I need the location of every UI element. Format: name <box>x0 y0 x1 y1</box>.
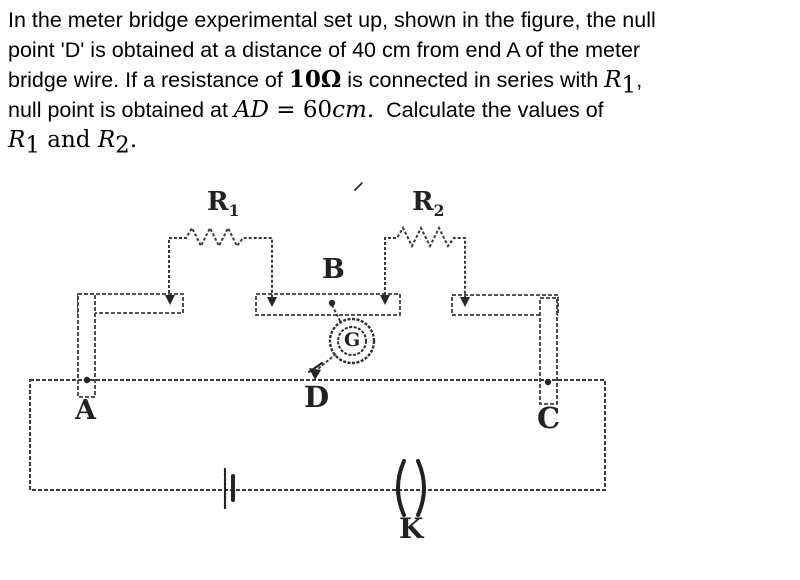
junction-r2-left <box>380 295 390 305</box>
label-c: C <box>537 401 561 435</box>
bridge-strip-left-horizontal <box>77 293 184 314</box>
contact-dot-C <box>544 378 552 386</box>
label-r1: R1 <box>207 187 240 221</box>
label-galvanometer-g: G <box>344 329 361 351</box>
label-b: B <box>322 254 345 285</box>
problem-line-1: In the meter bridge experimental set up,… <box>8 8 656 32</box>
problem-text: In the meter bridge experimental set up,… <box>8 5 796 159</box>
meter-wire-and-battery-loop <box>29 379 606 491</box>
junction-r1-right <box>267 297 277 307</box>
math-10-ohm: 10Ω <box>288 66 342 93</box>
galvanometer-inner-ring <box>337 326 367 356</box>
resistor-r1-icon <box>168 225 273 304</box>
math-r1: R <box>604 67 622 93</box>
bridge-strip-left-vertical-to-A <box>77 293 96 398</box>
problem-line-2: point 'D' is obtained at a distance of 4… <box>8 38 641 62</box>
label-k: K <box>399 512 424 545</box>
label-a: A <box>75 395 96 426</box>
bridge-strip-right-horizontal <box>451 294 559 316</box>
jockey-arrow-at-D <box>309 368 321 380</box>
galvanometer-lead-to-B <box>331 304 342 324</box>
junction-r1-left <box>165 295 175 305</box>
key-icon <box>396 459 426 517</box>
resistor-r2-icon <box>384 225 466 304</box>
bridge-strip-right-vertical-to-C <box>539 297 558 405</box>
bridge-strip-middle <box>255 293 401 316</box>
problem-line-4: null point is obtained at AD = 60cm. Cal… <box>8 97 604 123</box>
problem-line-3: bridge wire. If a resistance of 10Ω is c… <box>8 66 643 99</box>
contact-dot-A <box>83 376 91 384</box>
contact-dot-B <box>328 299 336 307</box>
label-d: D <box>304 380 330 414</box>
galvanometer-icon <box>328 317 376 365</box>
battery-icon <box>223 467 235 510</box>
junction-r2-right <box>460 297 470 307</box>
stray-tick-mark <box>354 182 363 191</box>
galvanometer-lead-to-jockey <box>314 353 337 379</box>
label-r2: R2 <box>412 187 445 221</box>
problem-line-5: R1 and R2. <box>8 127 138 159</box>
math-ad: AD <box>233 97 269 123</box>
